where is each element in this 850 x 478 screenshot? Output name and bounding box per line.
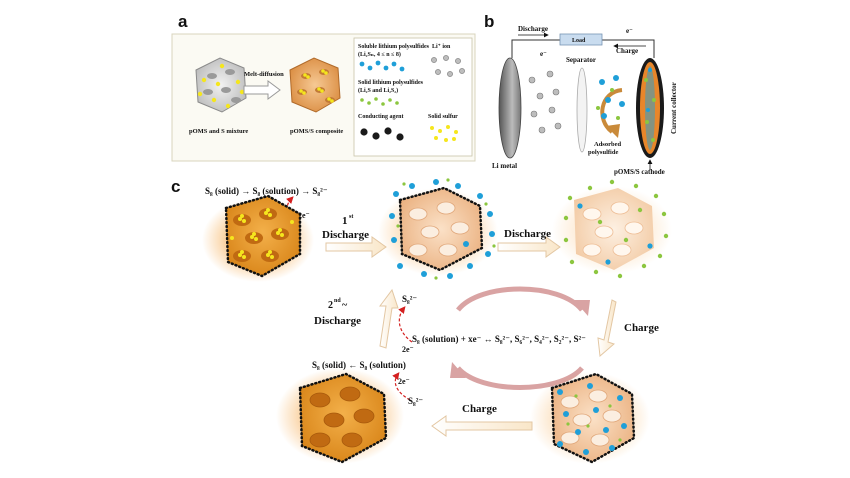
melt-diffusion-arrow xyxy=(243,80,281,100)
legend-li-ion: Li⁺ ion xyxy=(432,44,451,50)
panel-a-letter: a xyxy=(178,12,188,31)
hex-discharged-2 xyxy=(552,179,672,279)
composite-label: pOMS/S composite xyxy=(290,128,343,135)
second-discharge-number: 2 xyxy=(328,300,333,311)
arrow-first-discharge xyxy=(325,236,387,258)
hex-restored xyxy=(276,368,404,464)
two-e-mid: 2e⁻ xyxy=(402,345,414,354)
central-cycle: S₈ (solution) + xe⁻ ↔ S₈²⁻, S₆²⁻, S₄²⁻, … xyxy=(412,286,590,390)
first-discharge-label: Discharge xyxy=(322,229,369,241)
arrow-charge-right xyxy=(597,299,617,357)
second-discharge-tilde: ~ xyxy=(342,300,348,311)
mixture-hexagon xyxy=(195,57,247,113)
polysulfide-dots xyxy=(596,75,625,120)
center-equation: S₈ (solution) + xe⁻ ↔ S₈²⁻, S₆²⁻, S₄²⁻, … xyxy=(412,334,586,344)
top-equation: S₈ (solid) → S₈ (solution) → S₈²⁻ xyxy=(205,186,328,196)
two-e-low: 2e⁻ xyxy=(398,377,410,386)
separator-label: Separator xyxy=(566,56,596,64)
red-arrow-upper xyxy=(398,306,413,343)
charge-right-label: Charge xyxy=(624,322,659,334)
hex-sulfur-loaded xyxy=(202,194,314,282)
electron-left: e⁻ xyxy=(540,50,547,58)
red-arrow-lower xyxy=(392,372,411,401)
legend-solid-dots xyxy=(360,97,399,106)
legend-conducting-dots xyxy=(360,127,404,141)
electron-right: e⁻ xyxy=(626,27,633,35)
mixture-label: pOMS and S mixture xyxy=(189,128,248,135)
composite-hexagon xyxy=(289,57,341,113)
discharge-label: Discharge xyxy=(518,25,548,33)
legend-solid-formula: (Li₂S and Li₂S₂) xyxy=(358,87,398,94)
adsorbed-label-1: Adsorbed xyxy=(594,141,621,148)
second-discharge-label: Discharge xyxy=(314,315,361,327)
legend-solid-sulfur: Solid sulfur xyxy=(428,114,458,120)
li-metal-electrode xyxy=(498,57,522,159)
first-discharge-number: 1 xyxy=(342,215,348,227)
current-collector-label: Current collector xyxy=(670,82,678,134)
charge-label: Charge xyxy=(616,47,638,55)
adsorbed-label-2: polysulfide xyxy=(588,149,618,156)
arrow-second-discharge xyxy=(379,288,399,349)
legend-li-dots xyxy=(431,55,465,77)
left-equation: S₈ (solid) ← S₈ (solution) xyxy=(312,360,406,370)
panel-c: c S₈ (solid) → S₈ (solution) → S₈²⁻ 2e⁻ xyxy=(171,177,672,464)
legend-solid-title: Solid lithium polysulfides xyxy=(358,80,424,86)
li-metal-label: Li metal xyxy=(492,162,517,170)
panel-c-letter: c xyxy=(171,177,180,196)
legend-sulfur-dots xyxy=(430,125,458,142)
cathode-label: pOMS/S cathode xyxy=(614,168,665,176)
hex-recharging xyxy=(530,372,650,464)
two-e-top: 2e⁻ xyxy=(298,211,310,220)
arrow-discharge-2 xyxy=(497,236,561,258)
cathode xyxy=(636,58,664,158)
panel-a: a pOMS and S mixture Melt-diffusion xyxy=(171,12,476,162)
charge-bottom-label: Charge xyxy=(462,403,497,415)
legend-soluble-dots xyxy=(359,60,405,72)
separator xyxy=(576,67,588,153)
hex-discharged-1 xyxy=(378,178,498,280)
legend-conducting: Conducting agent xyxy=(358,114,404,120)
load-box xyxy=(559,33,603,46)
legend-soluble-title: Soluble lithium polysulfides xyxy=(358,44,430,50)
arrow-charge-bottom xyxy=(431,415,533,437)
legend-soluble-formula: (Li₂Sₙ, 4 ≤ n ≤ 8) xyxy=(358,51,401,58)
s8-2minus-upper: S₈²⁻ xyxy=(402,294,417,304)
load-label: Load xyxy=(572,38,586,44)
panel-b: b Load Discharge Charge e⁻ e⁻ Li metal S… xyxy=(484,12,678,176)
discharge-2-label: Discharge xyxy=(504,228,551,240)
panel-b-letter: b xyxy=(484,12,494,31)
melt-diffusion-label: Melt-diffusion xyxy=(244,71,284,78)
adsorption-curve xyxy=(600,88,623,134)
s8-2minus-lower: S₈²⁻ xyxy=(408,396,423,406)
svg-text:st: st xyxy=(349,214,353,220)
li-ions xyxy=(528,70,562,134)
second-discharge-sup: nd xyxy=(334,298,341,304)
legend: Soluble lithium polysulfides (Li₂Sₙ, 4 ≤… xyxy=(353,37,473,157)
